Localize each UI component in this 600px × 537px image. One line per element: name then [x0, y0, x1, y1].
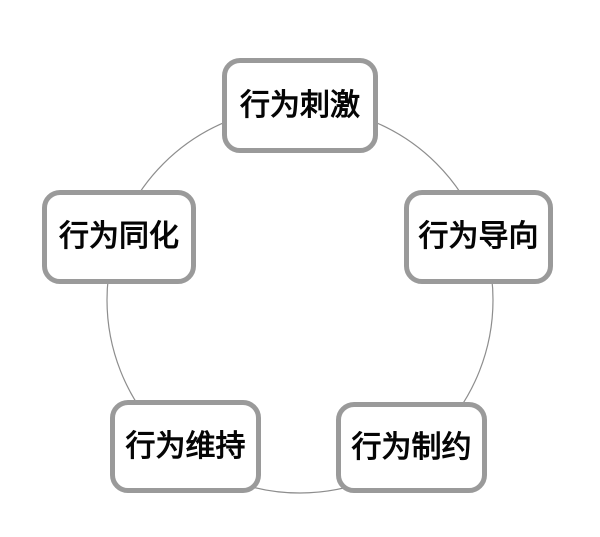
node-label-guidance: 行为导向	[418, 219, 539, 254]
node-label-constraint: 行为制约	[351, 429, 472, 465]
node-box-maintain[interactable]: 行为维持	[110, 400, 261, 493]
node-box-guidance[interactable]: 行为导向	[404, 190, 553, 284]
node-box-assimilate[interactable]: 行为同化	[42, 190, 196, 284]
node-label-assimilate: 行为同化	[59, 219, 179, 254]
node-label-stimulus: 行为刺激	[240, 87, 360, 123]
node-box-stimulus[interactable]: 行为刺激	[222, 58, 378, 153]
node-box-constraint[interactable]: 行为制约	[336, 402, 487, 493]
node-label-maintain: 行为维持	[125, 428, 246, 464]
